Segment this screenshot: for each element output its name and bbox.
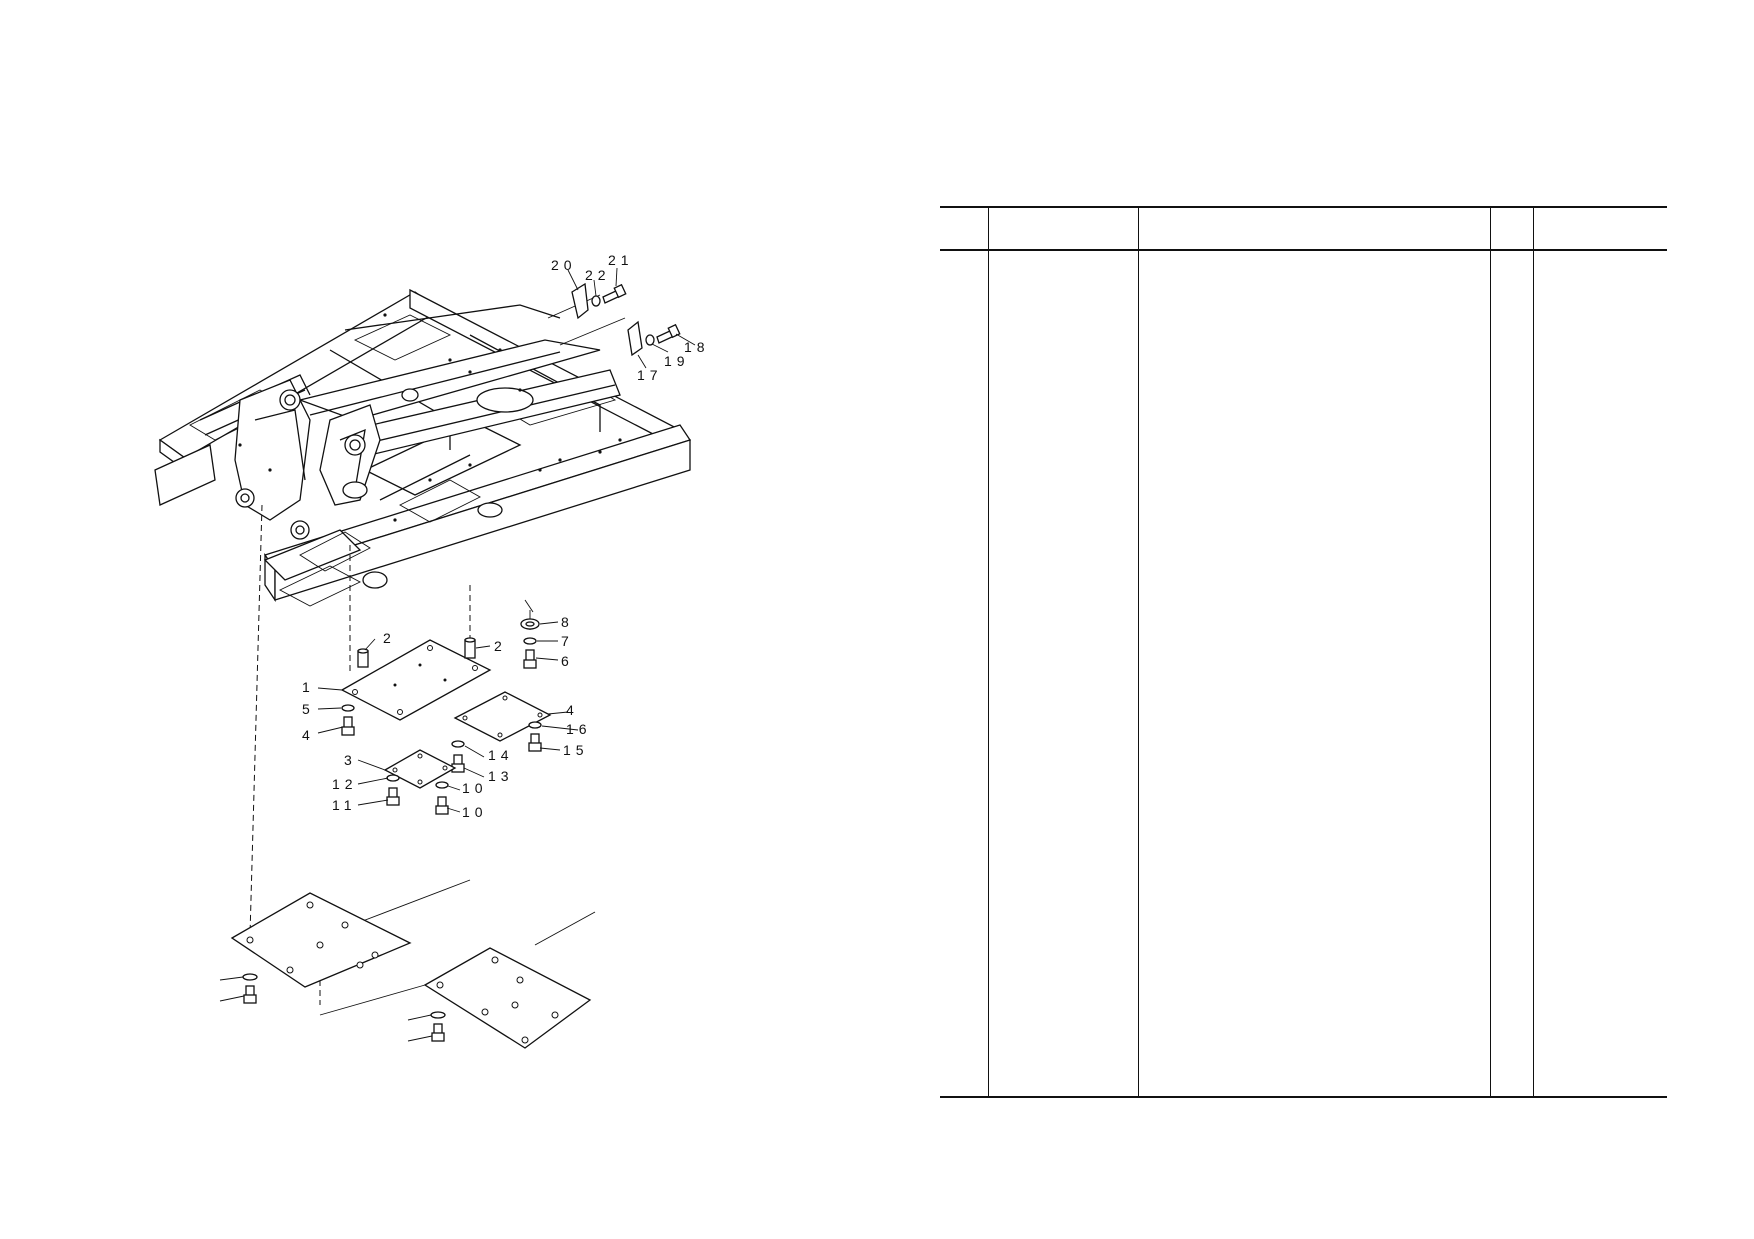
cover-plate-1-assembly: [317, 618, 559, 736]
callout-13: 12: [332, 776, 358, 792]
exploded-parts-diagram: 20 22 21 18 19 17 2 2 8 7 6 1 5 4 4 16 1…: [154, 252, 710, 1049]
callout-7: 6: [561, 653, 574, 669]
callout-8: 7: [561, 633, 574, 649]
callout-6: 5: [302, 701, 315, 717]
callout-9: 8: [561, 614, 574, 630]
cover-plate-4-assembly: [451, 691, 579, 778]
callout-16: 15: [563, 742, 589, 758]
callout-23: 22: [585, 267, 611, 283]
callout-19: 18: [684, 339, 710, 355]
callout-14: 13: [488, 768, 514, 784]
callout-12: 11: [332, 797, 357, 813]
table-top-rule: [940, 206, 1667, 208]
callout-4: 4: [566, 702, 579, 718]
callout-1: 1: [302, 679, 315, 695]
callout-22: 21: [608, 252, 634, 268]
callout-5: 4: [302, 727, 315, 743]
table-bottom-rule: [940, 1096, 1667, 1098]
callout-20: 19: [664, 353, 690, 369]
callout-10: 10: [462, 804, 488, 820]
main-frame: [154, 288, 692, 607]
table-column-divider-4: [1533, 206, 1534, 1098]
callout-11: 10: [462, 780, 488, 796]
callout-18: 17: [637, 367, 663, 383]
callout-2-left: 2: [383, 630, 396, 646]
lower-floor-plates: [219, 879, 596, 1049]
callout-15: 14: [488, 747, 514, 763]
table-header-rule: [940, 249, 1667, 251]
callout-labels: 20 22 21 18 19 17 2 2 8 7 6 1 5 4 4 16 1…: [302, 252, 710, 820]
callout-3-visible: 3: [344, 752, 357, 768]
bracket-assembly-upper: [547, 267, 696, 369]
callout-17: 16: [566, 721, 592, 737]
table-column-divider-3: [1490, 206, 1491, 1098]
table-column-divider-2: [1138, 206, 1139, 1098]
callout-21: 20: [551, 257, 577, 273]
table-column-divider-1: [988, 206, 989, 1098]
frame-bolt-holes: [238, 313, 622, 522]
callout-2-right: 2: [494, 638, 507, 654]
cover-plate-3-assembly: [357, 749, 461, 815]
